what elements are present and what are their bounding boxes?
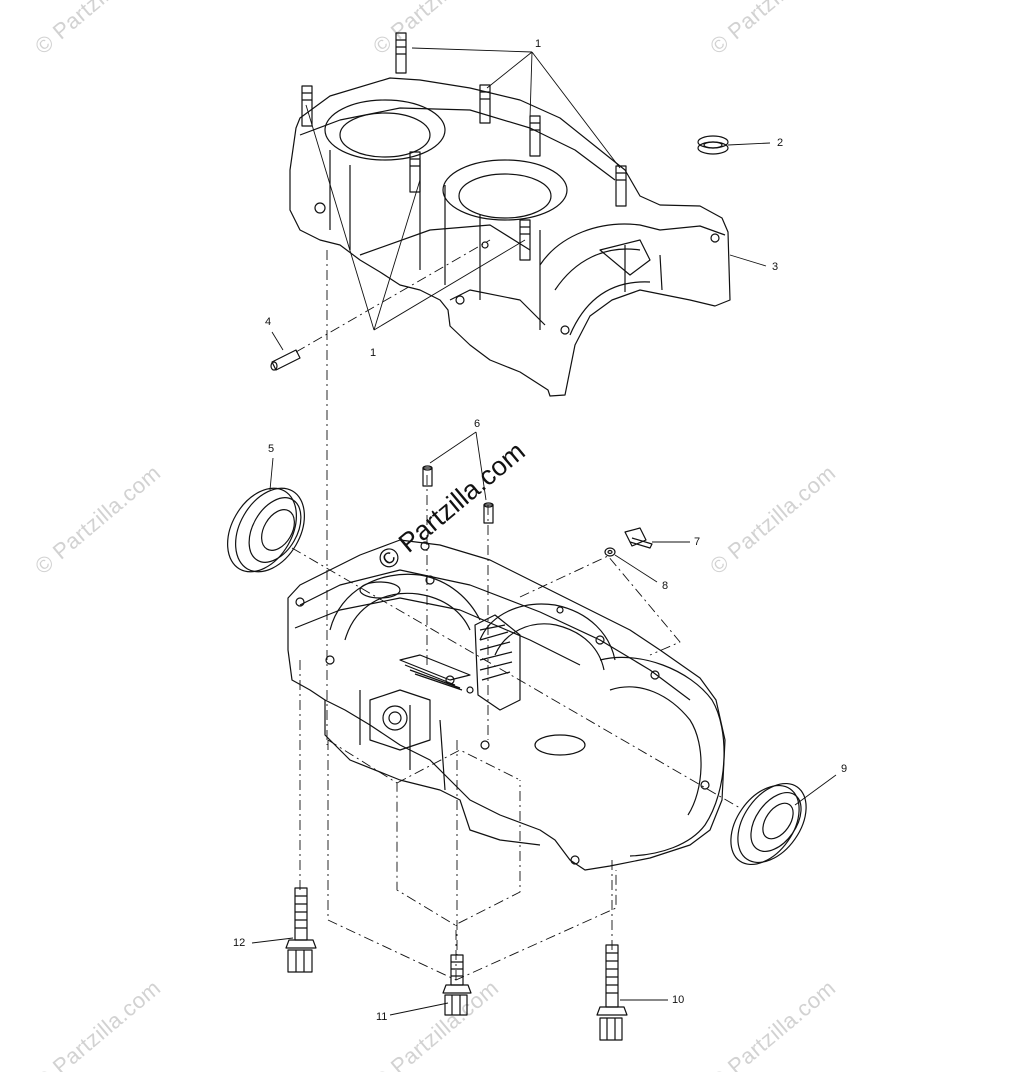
callout-2: 2 [777, 137, 784, 149]
dowel-pins-part-6 [422, 465, 494, 524]
oil-seal-part-9 [730, 782, 807, 866]
callout-5: 5 [268, 443, 275, 455]
lower-crankcase [287, 539, 726, 871]
callout-4: 4 [265, 316, 272, 328]
bolt-part-10 [596, 944, 628, 1041]
oil-seal-part-5 [227, 487, 305, 573]
dowel-pin-part-4 [270, 349, 301, 371]
drain-plug-part-7 [624, 527, 653, 549]
callout-9: 9 [841, 763, 848, 775]
callout-6: 6 [474, 418, 481, 430]
leader-lines [251, 47, 837, 1016]
callout-10: 10 [672, 994, 685, 1006]
stud-bolts [301, 32, 627, 261]
callout-3: 3 [772, 261, 779, 273]
phantom-lines [291, 239, 741, 981]
o-ring-part-2 [697, 135, 729, 155]
callout-12: 12 [233, 937, 246, 949]
callout-7: 7 [694, 536, 701, 548]
bolt-part-12 [285, 887, 317, 973]
callout-8: 8 [662, 580, 669, 592]
washer-part-8 [604, 547, 616, 557]
callout-1-bottom: 1 [370, 347, 377, 359]
callout-11: 11 [376, 1011, 388, 1023]
bolt-part-11 [442, 954, 472, 1016]
callout-1-top: 1 [535, 38, 542, 50]
upper-crankcase [289, 32, 731, 397]
